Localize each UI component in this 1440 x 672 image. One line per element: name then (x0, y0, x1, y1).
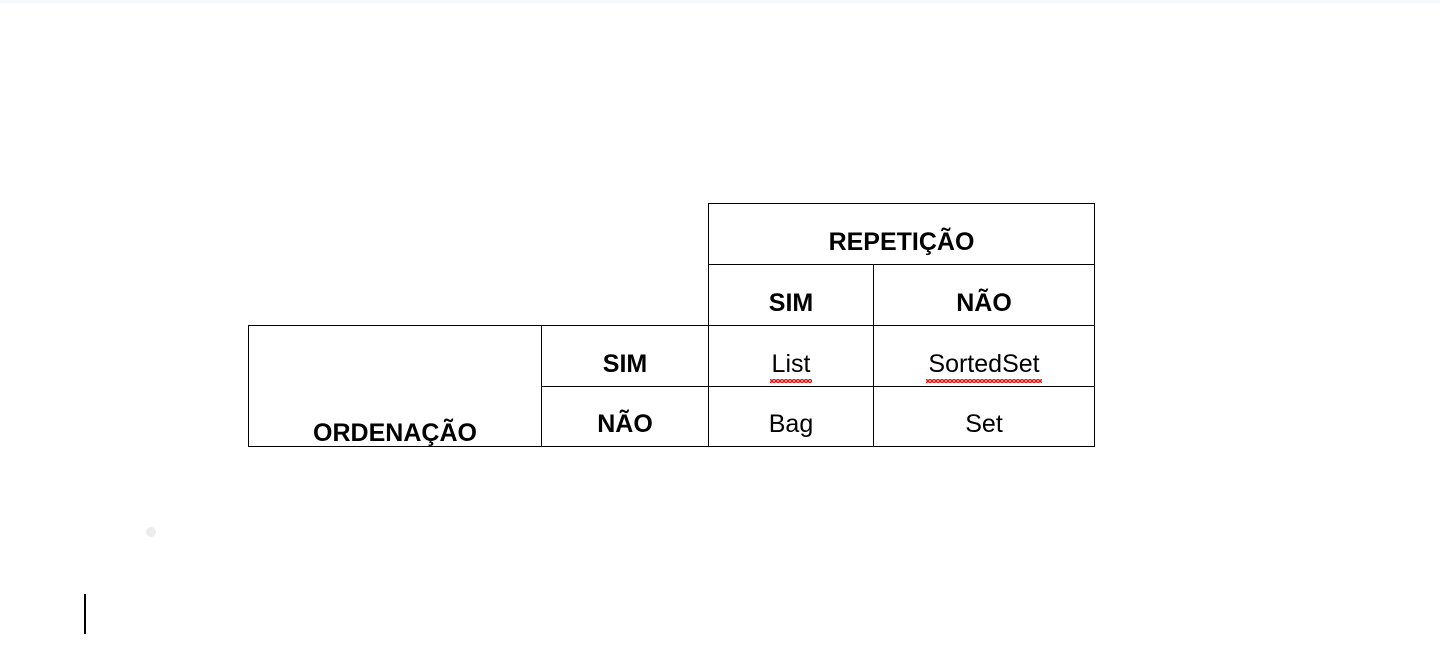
matrix-notch-spacer (249, 204, 542, 265)
matrix-header-row-columns: SIM NÃO (249, 264, 1095, 326)
matrix-cell-text-wrapper: SortedSet (874, 352, 1094, 386)
row-group-header-label: ORDENAÇÃO (313, 419, 477, 447)
row-header-label-sim: SIM (602, 350, 648, 378)
column-header-cell-nao: NÃO (873, 264, 1095, 326)
column-group-header-cell: REPETIÇÃO (708, 203, 1095, 265)
column-header-label-sim: SIM (768, 289, 814, 317)
matrix-cell-value-list: List (769, 350, 813, 383)
matrix-notch-spacer (542, 265, 709, 326)
matrix-header-row-group: REPETIÇÃO (249, 203, 1095, 265)
gray-dot-artifact (146, 527, 156, 537)
row-header-cell-nao: NÃO (541, 386, 709, 447)
row-group-header-cell: ORDENAÇÃO (248, 325, 542, 447)
row-header-cell-sim: SIM (541, 325, 709, 387)
matrix-notch-spacer (249, 265, 542, 326)
matrix-cell-nao-nao: Set (873, 386, 1095, 447)
canvas-top-edge (0, 0, 1440, 3)
matrix-data-row-nao: NÃO Bag Set (249, 386, 1095, 447)
matrix-cell-value-bag: Bag (768, 410, 814, 438)
text-cursor-caret[interactable] (84, 594, 86, 634)
matrix-cell-value-sortedset: SortedSet (926, 350, 1042, 383)
column-group-header-label: REPETIÇÃO (828, 228, 975, 256)
column-header-cell-sim: SIM (708, 264, 874, 326)
matrix-table: REPETIÇÃO SIM NÃO ORDENAÇÃO (248, 203, 1095, 447)
matrix-cell-value-set: Set (965, 410, 1003, 438)
matrix-data-row-sim: ORDENAÇÃO SIM List SortedSet (248, 325, 1095, 447)
matrix-cell-text-wrapper: List (709, 352, 873, 386)
matrix-cell-nao-sim: Bag (708, 386, 874, 447)
matrix-notch-spacer (542, 204, 709, 265)
column-header-label-nao: NÃO (956, 289, 1012, 317)
matrix-cell-sim-sim: List (708, 325, 874, 387)
matrix-cell-sim-nao: SortedSet (873, 325, 1095, 387)
comparison-matrix: REPETIÇÃO SIM NÃO ORDENAÇÃO (248, 203, 1095, 447)
row-header-label-nao: NÃO (597, 410, 653, 438)
